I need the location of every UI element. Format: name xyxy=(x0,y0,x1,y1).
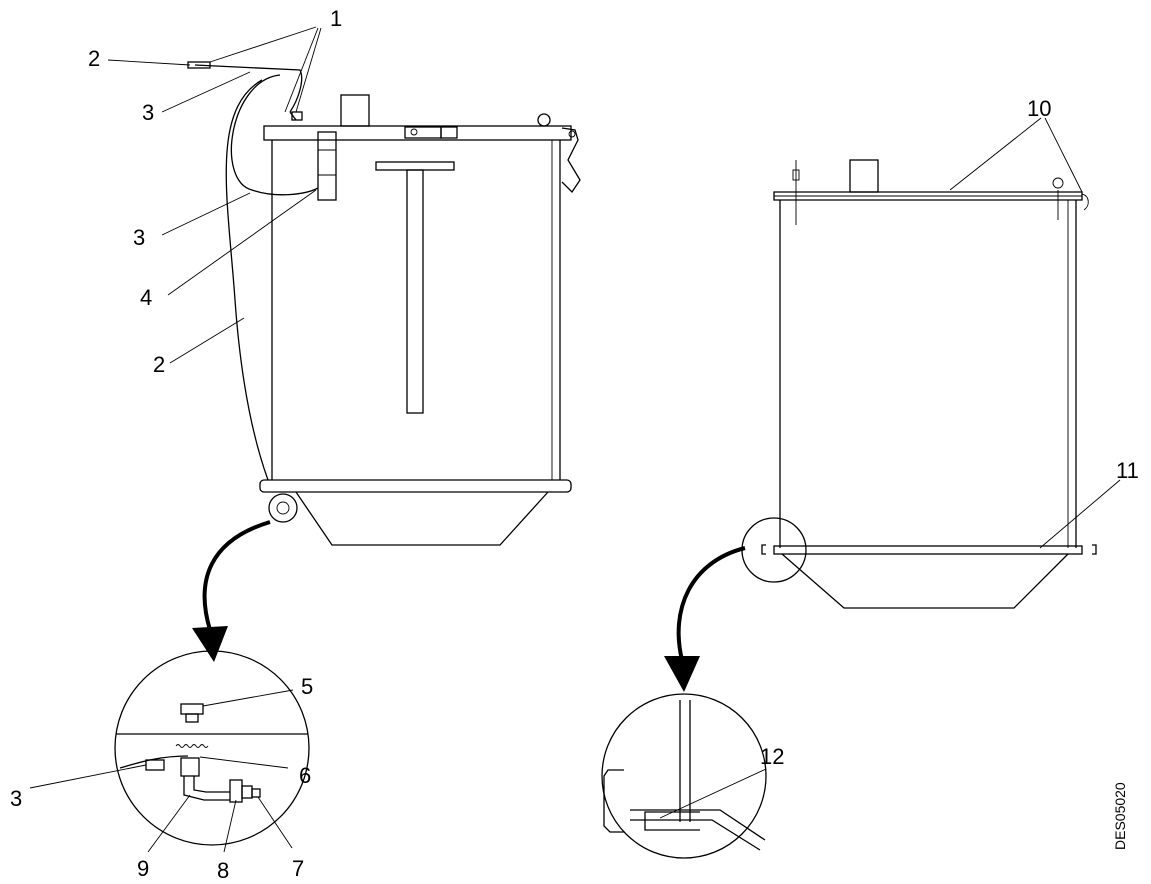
lid-bar xyxy=(263,125,572,141)
arrow-head-left xyxy=(192,626,228,662)
callout-7: 7 xyxy=(292,856,304,881)
clip-profile xyxy=(603,769,624,833)
quick-coupler xyxy=(251,788,261,798)
lid-hinge xyxy=(404,126,442,139)
callout-2: 2 xyxy=(88,46,100,71)
agitator-shaft xyxy=(406,169,424,414)
detail-circle-left xyxy=(114,650,310,846)
level-sensor xyxy=(317,131,337,201)
detail-arrow-left xyxy=(202,520,271,631)
drawing-code: DES05020 xyxy=(1112,782,1128,850)
agitator-crossbar xyxy=(375,161,455,171)
drain-plug xyxy=(180,703,204,715)
detail-arrow-right xyxy=(676,546,746,661)
callout-9: 9 xyxy=(137,856,149,881)
callout-8: 8 xyxy=(217,858,229,883)
callout-4: 4 xyxy=(140,285,152,310)
callout-1: 1 xyxy=(330,6,342,31)
cable-loop xyxy=(230,74,319,196)
side-latch xyxy=(561,127,581,194)
callout-11: 11 xyxy=(1116,458,1139,483)
bottom-flange xyxy=(259,479,572,493)
callout-labels: 1 2 3 3 4 2 5 6 3 9 8 7 10 11 12 xyxy=(10,6,1139,883)
inlet-stub xyxy=(340,94,370,127)
hopper-cone xyxy=(295,491,549,546)
right-hopper-assembly xyxy=(741,159,1097,609)
cable-upper xyxy=(194,64,303,113)
callout-3: 3 xyxy=(142,100,154,125)
valve-body xyxy=(229,779,243,803)
left-hopper-assembly xyxy=(187,61,581,546)
callout-6: 6 xyxy=(299,763,311,788)
leaders-detail-left xyxy=(29,689,294,853)
elbow-fitting xyxy=(180,757,200,777)
callout-5: 5 xyxy=(301,674,313,699)
cable-long xyxy=(225,79,269,481)
callout-12: 12 xyxy=(760,744,784,769)
arrow-head-right xyxy=(664,656,700,692)
callout-2: 2 xyxy=(153,352,165,377)
callout-3: 3 xyxy=(133,225,145,250)
leaders-right xyxy=(949,117,1121,549)
leaders-left xyxy=(107,26,322,364)
right-hopper-cone xyxy=(781,553,1069,609)
callout-10: 10 xyxy=(1027,96,1051,121)
lid-knob xyxy=(537,113,551,127)
gasket-profile xyxy=(644,811,700,831)
drain-valve xyxy=(268,493,298,523)
callout-3: 3 xyxy=(10,786,22,811)
detail-circle-right xyxy=(601,693,767,859)
right-flange xyxy=(773,545,1083,555)
right-inlet-stub xyxy=(849,159,879,193)
